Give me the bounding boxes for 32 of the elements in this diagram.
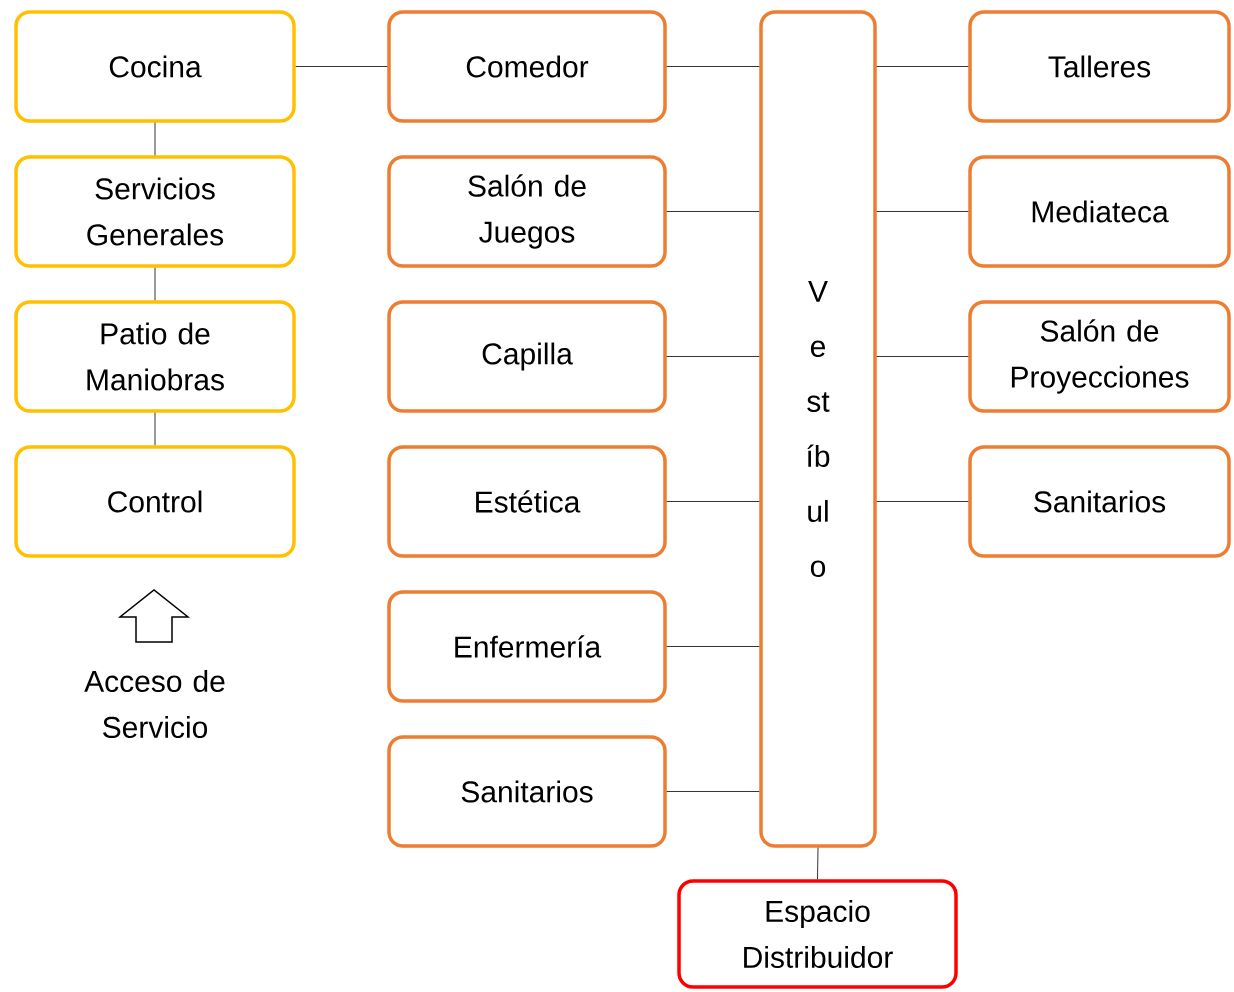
- room-box: Mediateca: [968, 155, 1231, 268]
- caption-text: Acceso de Servicio: [84, 670, 225, 738]
- room-box: Enfermería: [387, 590, 667, 703]
- room-box: Servicios Generales: [14, 155, 296, 268]
- room-box: Comedor: [387, 10, 667, 123]
- connector-line: [666, 356, 760, 357]
- connector-line: [666, 791, 760, 792]
- connector-line: [295, 66, 388, 67]
- room-box: Salón de Juegos: [387, 155, 667, 268]
- connector-line: [876, 501, 969, 502]
- connector-line: [817, 847, 819, 880]
- room-box: Talleres: [968, 10, 1231, 123]
- room-box: Sanitarios: [968, 445, 1231, 558]
- connector-line: [666, 501, 760, 502]
- room-box: Sanitarios: [387, 735, 667, 848]
- room-box: Estética: [387, 445, 667, 558]
- connector-line: [876, 356, 969, 357]
- room-box: Cocina: [14, 10, 296, 123]
- vertical-bar-box: Vestíbulo: [759, 10, 877, 848]
- connector-line: [666, 646, 760, 647]
- room-box: Espacio Distribuidor: [677, 879, 958, 989]
- room-box: Capilla: [387, 300, 667, 413]
- room-box: Salón de Proyecciones: [968, 300, 1231, 413]
- connector-line: [154, 267, 156, 301]
- connector-line: [876, 66, 969, 67]
- connector-line: [666, 66, 760, 67]
- connector-line: [876, 211, 969, 212]
- room-box: Patio de Maniobras: [14, 300, 296, 413]
- connector-line: [666, 211, 760, 212]
- room-box: Control: [14, 445, 296, 558]
- connector-line: [154, 412, 156, 446]
- connector-line: [154, 122, 156, 156]
